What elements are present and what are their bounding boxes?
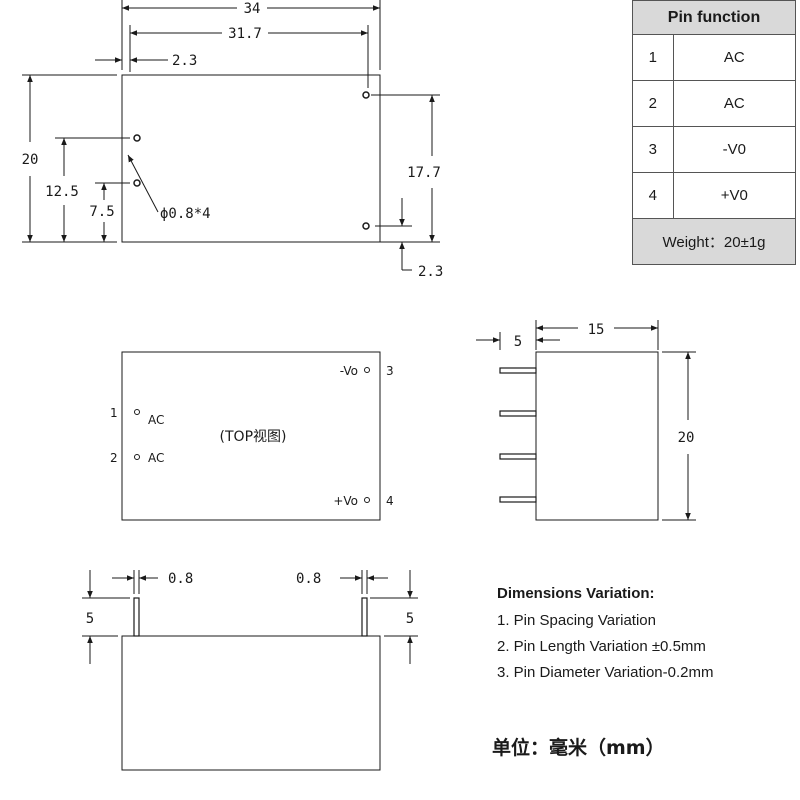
top-pin-1 (134, 409, 140, 415)
table-row: 4+V0 (632, 172, 797, 219)
note-line: 2. Pin Length Variation ±0.5mm (497, 638, 706, 655)
note-line: 1. Pin Spacing Variation (497, 612, 656, 629)
top-view-outline (121, 351, 381, 521)
pin-number: 4 (632, 172, 674, 219)
top-pin-2-label: AC (148, 451, 164, 465)
bottom-view-outline (121, 74, 381, 243)
top-pin-2-number: 2 (110, 451, 118, 465)
side-dim-15: 15 (588, 322, 605, 338)
dim-12-5: 12.5 (45, 184, 79, 200)
pin-function: +V0 (672, 172, 797, 219)
bottom-pin-3 (362, 91, 370, 99)
pin-table-header: Pin function (632, 0, 796, 35)
dim-34: 34 (244, 1, 261, 17)
weight-value: Weight：20±1g (632, 218, 796, 265)
top-pin-2 (134, 454, 140, 460)
top-pin-3-label: -Vo (340, 364, 358, 378)
note-line: 3. Pin Diameter Variation-0.2mm (497, 664, 714, 681)
side-dim-20: 20 (678, 430, 695, 446)
bottom-pin-4 (362, 222, 370, 230)
top-pin-3-number: 3 (386, 364, 394, 378)
top-pin-1-number: 1 (110, 406, 118, 420)
front-dim-left-0-8: 0.8 (168, 571, 193, 587)
pin-number: 2 (632, 80, 674, 127)
side-view-outline (535, 351, 659, 521)
dim-17-7: 17.7 (407, 165, 441, 181)
top-pin-4 (364, 497, 370, 503)
top-pin-1-label: AC (148, 413, 164, 427)
top-pin-3 (364, 367, 370, 373)
pin-function: AC (672, 34, 797, 81)
dim-20-height: 20 (22, 152, 39, 168)
bottom-pin-1 (133, 134, 141, 142)
dim-31-7: 31.7 (228, 26, 262, 42)
pin-diameter-label: ϕ0.8*4 (160, 206, 211, 222)
dim-2-3-right: 2.3 (418, 264, 443, 280)
pin-number: 1 (632, 34, 674, 81)
pin-function: AC (672, 80, 797, 127)
table-row: 3-V0 (632, 126, 797, 173)
top-pin-4-number: 4 (386, 494, 394, 508)
side-dim-5: 5 (514, 334, 522, 350)
top-pin-4-label: +Vo (333, 494, 358, 508)
bottom-pin-2 (133, 179, 141, 187)
front-view-outline (121, 635, 381, 771)
front-dim-left-5: 5 (86, 611, 94, 627)
notes-title: Dimensions Variation: (497, 585, 655, 602)
dim-2-3-left: 2.3 (172, 53, 197, 69)
dimension-notes: Dimensions Variation: 1. Pin Spacing Var… (497, 585, 713, 690)
top-view-caption: (TOP视图) (220, 429, 287, 445)
dim-7-5: 7.5 (89, 204, 114, 220)
unit-label: 单位：毫米（mm） (492, 737, 665, 759)
front-dim-right-0-8: 0.8 (296, 571, 321, 587)
pin-function: -V0 (672, 126, 797, 173)
pin-number: 3 (632, 126, 674, 173)
front-dim-right-5: 5 (406, 611, 414, 627)
